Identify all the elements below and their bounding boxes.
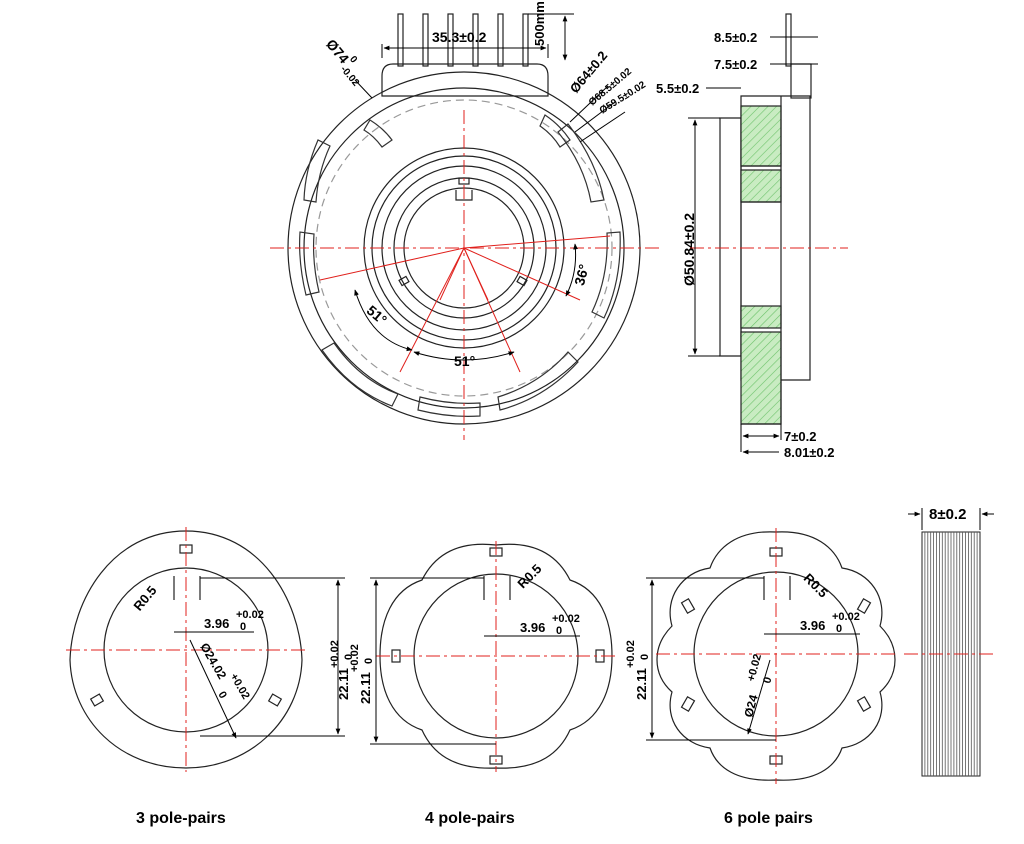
dim-8-5: 8.5±0.2	[714, 30, 757, 45]
r1-radius: R0.5	[130, 583, 159, 614]
r1-height: 22.11	[336, 668, 351, 700]
dim-8-01: 8.01±0.2	[784, 445, 835, 460]
r2-height-tol-upper: +0.02	[349, 644, 361, 672]
r3-dia: Ø24	[741, 693, 760, 719]
top-centerlines	[270, 110, 660, 440]
r3-offset-tol-lower: 0	[836, 623, 842, 635]
dim-500mm: 500mm	[532, 1, 547, 46]
stack-thickness: 8±0.2	[929, 506, 966, 523]
r2-height: 22.11	[358, 672, 373, 704]
side-dimension-lines	[688, 36, 818, 455]
r3-height-tol-upper: +0.02	[625, 640, 637, 668]
rotor1-dimension-lines	[174, 577, 345, 739]
caption-3-pole-pairs: 3 pole-pairs	[136, 810, 226, 827]
stack-dimension-lines	[908, 508, 994, 530]
dim-35-3: 35.3±0.2	[432, 29, 487, 45]
connector-housing	[381, 63, 549, 97]
rotor1-dimension-text: R0.5 3.96 +0.02 0 Ø24.02 +0.02 0 22.11 +…	[130, 583, 355, 702]
cable-pins	[397, 13, 529, 67]
rotor2-dimension-text: R0.5 3.96 +0.02 0 22.11 +0.02 0	[349, 561, 580, 704]
r1-offset: 3.96	[204, 616, 229, 631]
r1-dia-tol-lower: 0	[215, 690, 228, 701]
caption-6-pole-pairs: 6 pole pairs	[724, 810, 813, 827]
dim-50-84: Ø50.84±0.2	[681, 213, 697, 286]
angle-51-bottom: 51°	[454, 353, 475, 369]
hatch-lower	[740, 331, 782, 425]
angle-36: 36°	[571, 263, 592, 288]
key-notch	[455, 190, 473, 201]
rotor1-centerlines	[66, 527, 306, 772]
r1-dia-tol-upper: +0.02	[227, 672, 251, 702]
mounting-slots	[299, 114, 621, 417]
rotor2-centerlines	[376, 541, 616, 772]
r2-offset: 3.96	[520, 620, 545, 635]
rotor2-dimension-lines	[370, 577, 580, 745]
dim-5-5: 5.5±0.2	[656, 81, 699, 96]
caption-4-pole-pairs: 4 pole-pairs	[425, 810, 515, 827]
angle-51-left: 51°	[364, 302, 391, 328]
r1-offset-tol-lower: 0	[240, 621, 246, 633]
side-dimension-text: 8.5±0.2 7.5±0.2 5.5±0.2 Ø50.84±0.2 7±0.2…	[656, 30, 835, 460]
top-dimension-lines	[354, 13, 626, 361]
rotor3-centerlines	[656, 528, 896, 784]
r1-dia: Ø24.02	[197, 641, 229, 682]
r3-height-tol-lower: 0	[639, 654, 651, 660]
r2-offset-tol-upper: +0.02	[552, 613, 580, 625]
r3-offset: 3.96	[800, 618, 825, 633]
dim-74-tol-lower: -0.02	[338, 64, 361, 89]
rotor3-dimension-lines	[646, 577, 860, 741]
r1-offset-tol-upper: +0.02	[236, 609, 264, 621]
r1-height-tol-lower: 0	[343, 654, 355, 660]
top-dimension-text: 35.3±0.2 500mm Ø74 0 -0.02 Ø64±0.2 Ø68.5…	[323, 1, 648, 369]
r3-height: 22.11	[634, 668, 649, 700]
dim-74-tol-upper: 0	[347, 54, 359, 66]
r2-height-tol-lower: 0	[363, 658, 375, 664]
dim-7-5: 7.5±0.2	[714, 57, 757, 72]
r3-offset-tol-upper: +0.02	[832, 611, 860, 623]
side-view	[719, 13, 812, 425]
r3-dia-tol-lower: 0	[761, 676, 774, 685]
r2-offset-tol-lower: 0	[556, 625, 562, 637]
r1-height-tol-upper: +0.02	[329, 640, 341, 668]
hatch-upper	[740, 105, 782, 167]
r3-radius: R0.5	[801, 570, 831, 600]
dim-7: 7±0.2	[784, 429, 816, 444]
